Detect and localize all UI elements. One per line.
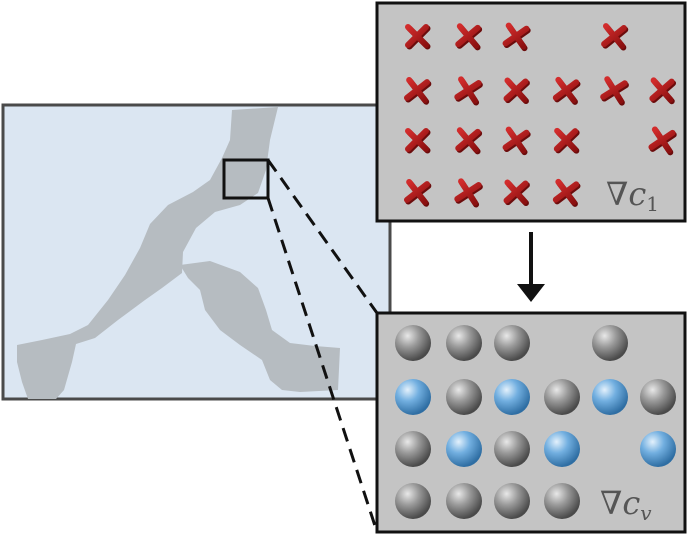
x-mark-icon bbox=[600, 76, 629, 106]
particles-grid bbox=[395, 325, 676, 519]
sphere-icon-blue bbox=[640, 431, 676, 467]
bottom-panel-label: ∇cv bbox=[600, 484, 652, 525]
x-mark-icon bbox=[503, 179, 530, 207]
sphere-icon-blue bbox=[544, 431, 580, 467]
sphere-icon-blue bbox=[395, 379, 431, 415]
crosses-grid bbox=[403, 22, 677, 208]
sphere-icon-blue bbox=[446, 431, 482, 467]
x-mark-icon bbox=[552, 178, 581, 207]
x-mark-icon bbox=[403, 76, 432, 105]
x-mark-icon bbox=[455, 127, 483, 155]
x-mark-icon bbox=[405, 128, 431, 154]
x-mark-icon bbox=[552, 76, 581, 105]
sphere-icon-gray bbox=[592, 325, 628, 361]
channel-main-branch bbox=[17, 107, 278, 399]
x-mark-icon bbox=[454, 76, 483, 106]
sphere-icon-gray bbox=[544, 379, 580, 415]
zoom-line-upper bbox=[266, 159, 379, 314]
x-mark-icon bbox=[649, 77, 676, 105]
sphere-icon-gray bbox=[494, 431, 530, 467]
sphere-icon-gray bbox=[544, 483, 580, 519]
channel-network bbox=[17, 107, 340, 399]
x-mark-icon bbox=[503, 77, 530, 105]
sphere-icon-gray bbox=[640, 379, 676, 415]
down-arrow-icon bbox=[517, 232, 545, 302]
x-mark-icon bbox=[553, 127, 580, 154]
x-mark-icon bbox=[648, 126, 677, 156]
sphere-icon-gray bbox=[395, 483, 431, 519]
x-mark-icon bbox=[502, 22, 531, 52]
zoom-region-box bbox=[222, 158, 270, 200]
sphere-icon-blue bbox=[592, 379, 628, 415]
sphere-icon-blue bbox=[494, 379, 530, 415]
x-mark-icon bbox=[403, 178, 432, 207]
channel-side-branch bbox=[180, 261, 340, 392]
sphere-icon-gray bbox=[395, 431, 431, 467]
sphere-icon-gray bbox=[395, 325, 431, 361]
x-mark-icon bbox=[455, 23, 483, 51]
sphere-icon-gray bbox=[446, 379, 482, 415]
x-mark-icon bbox=[405, 24, 431, 50]
x-mark-icon bbox=[601, 23, 629, 51]
sphere-icon-gray bbox=[446, 483, 482, 519]
sphere-icon-gray bbox=[494, 325, 530, 361]
sphere-icon-gray bbox=[446, 325, 482, 361]
sphere-icon-gray bbox=[494, 483, 530, 519]
x-mark-icon bbox=[454, 178, 483, 208]
zoom-line-lower bbox=[266, 197, 379, 533]
top-panel-label: ∇c1 bbox=[606, 175, 659, 216]
x-mark-icon bbox=[502, 126, 531, 156]
